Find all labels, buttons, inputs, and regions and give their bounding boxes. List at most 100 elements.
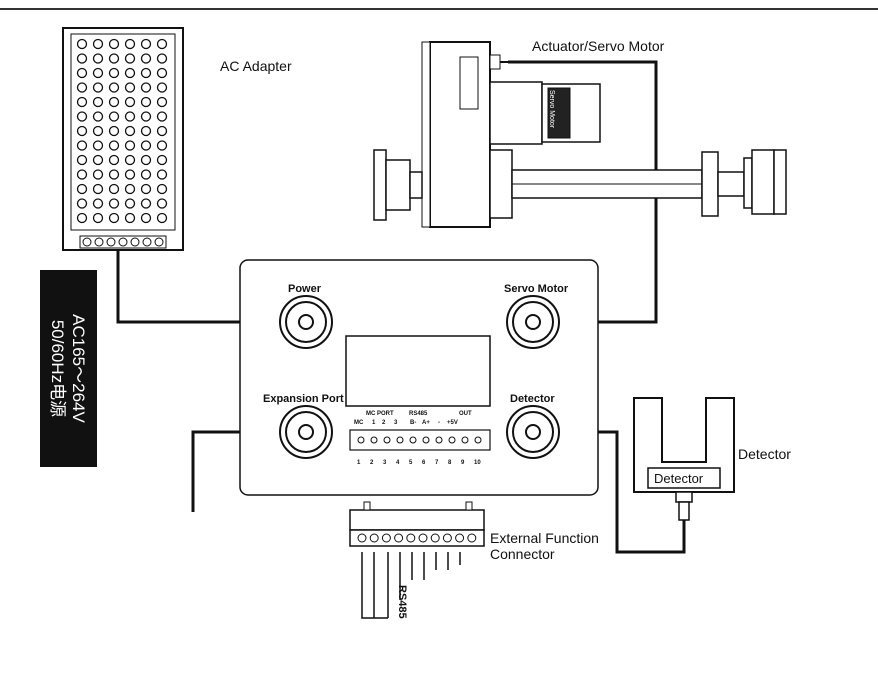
vent-hole xyxy=(156,212,168,224)
vent-hole xyxy=(156,111,168,122)
vent-hole xyxy=(156,183,168,195)
power-port-label: Power xyxy=(288,283,322,295)
terminal-number: 9 xyxy=(461,460,465,466)
connector-pin xyxy=(381,533,391,543)
terminal-screw xyxy=(106,237,116,247)
detector-port-label: Detector xyxy=(510,393,555,405)
vent-hole xyxy=(124,140,136,151)
panel-pin xyxy=(474,436,482,444)
panel-pin xyxy=(396,436,404,444)
vent-hole xyxy=(108,82,120,93)
terminal-screw xyxy=(130,237,140,247)
vent-hole xyxy=(92,154,104,166)
connector-pin xyxy=(467,533,477,543)
servo-motor-port[interactable] xyxy=(506,295,560,349)
vent-hole xyxy=(108,125,120,137)
detector-label: Detector xyxy=(738,446,791,462)
vent-hole xyxy=(140,169,152,180)
vent-hole xyxy=(76,38,88,50)
vent-hole xyxy=(92,111,104,122)
vent-hole xyxy=(92,183,104,195)
vent-hole xyxy=(108,140,120,151)
vent-hole xyxy=(140,154,152,166)
pin-label: 2 xyxy=(382,420,386,426)
vent-hole xyxy=(156,38,168,50)
vent-hole xyxy=(108,154,120,166)
motor-sticker-label: Servo Motor xyxy=(548,90,555,129)
vent-hole xyxy=(156,140,168,151)
panel-pin xyxy=(409,436,417,444)
servo-motor-port-label: Servo Motor xyxy=(504,283,569,295)
vent-hole xyxy=(140,111,152,122)
connector-pin xyxy=(418,533,428,543)
vent-hole xyxy=(140,38,152,50)
vent-hole xyxy=(76,111,88,122)
panel-pin xyxy=(435,436,443,444)
vent-hole xyxy=(108,169,120,180)
vent-hole xyxy=(108,183,120,195)
connector-pin xyxy=(394,533,404,543)
terminal-number: 7 xyxy=(435,460,439,466)
rs485-panel-label: RS485 xyxy=(409,411,428,417)
terminal-screw xyxy=(118,237,128,247)
frequency-label: 50/60Hz电源 xyxy=(48,319,67,418)
rs485-wire-label: RS485 xyxy=(396,585,408,619)
vent-hole xyxy=(92,67,104,79)
pin-label: A+ xyxy=(422,420,430,426)
detector-port[interactable] xyxy=(506,405,560,459)
vent-hole xyxy=(76,125,88,137)
detector-inner-label: Detector xyxy=(654,471,704,486)
ext-function-label: External Function xyxy=(490,530,599,546)
vent-hole xyxy=(92,198,104,209)
vent-hole xyxy=(76,212,88,224)
actuator-label: Actuator/Servo Motor xyxy=(532,38,665,54)
pin-label: - xyxy=(438,420,440,426)
vent-hole xyxy=(76,140,88,151)
vent-hole xyxy=(92,125,104,137)
vent-hole xyxy=(76,169,88,180)
vent-hole xyxy=(108,67,120,79)
detector-sensor xyxy=(633,397,735,521)
terminal-number: 2 xyxy=(370,460,374,466)
panel-pin xyxy=(448,436,456,444)
vent-hole xyxy=(108,96,120,108)
vent-hole xyxy=(92,140,104,151)
vent-hole xyxy=(156,169,168,180)
vent-hole xyxy=(76,183,88,195)
controller-panel xyxy=(239,259,599,496)
vent-hole xyxy=(76,96,88,108)
adapter-terminal-screws xyxy=(82,237,164,247)
vent-hole xyxy=(124,169,136,180)
power-port[interactable] xyxy=(279,295,333,349)
vent-hole xyxy=(92,212,104,224)
vent-hole xyxy=(124,67,136,79)
connector-pin xyxy=(442,533,452,543)
terminal-screw xyxy=(82,237,92,247)
vent-hole xyxy=(156,198,168,209)
vent-hole xyxy=(156,67,168,79)
vent-hole xyxy=(108,38,120,50)
connector-pin xyxy=(430,533,440,543)
panel-pin xyxy=(370,436,378,444)
terminal-number: 6 xyxy=(422,460,426,466)
vent-hole xyxy=(92,96,104,108)
mc-port-label: MC PORT xyxy=(366,411,394,417)
vent-hole xyxy=(76,53,88,64)
terminal-number: 10 xyxy=(474,460,481,466)
vent-hole xyxy=(92,53,104,64)
vent-hole xyxy=(124,111,136,122)
vent-hole xyxy=(124,183,136,195)
vent-hole xyxy=(140,140,152,151)
actuator-servo-motor xyxy=(373,41,787,228)
power-wire xyxy=(116,250,280,324)
vent-hole xyxy=(124,82,136,93)
ac-adapter-label: AC Adapter xyxy=(220,58,292,74)
connector-pin xyxy=(455,533,465,543)
connector-pin xyxy=(406,533,416,543)
panel-pin xyxy=(461,436,469,444)
adapter-voltage-text: AC165～264V 50/60Hz电源 xyxy=(47,270,97,467)
expansion-port[interactable] xyxy=(279,405,333,459)
panel-terminal-pins xyxy=(357,436,482,444)
voltage-range: AC165～264V xyxy=(69,314,88,423)
